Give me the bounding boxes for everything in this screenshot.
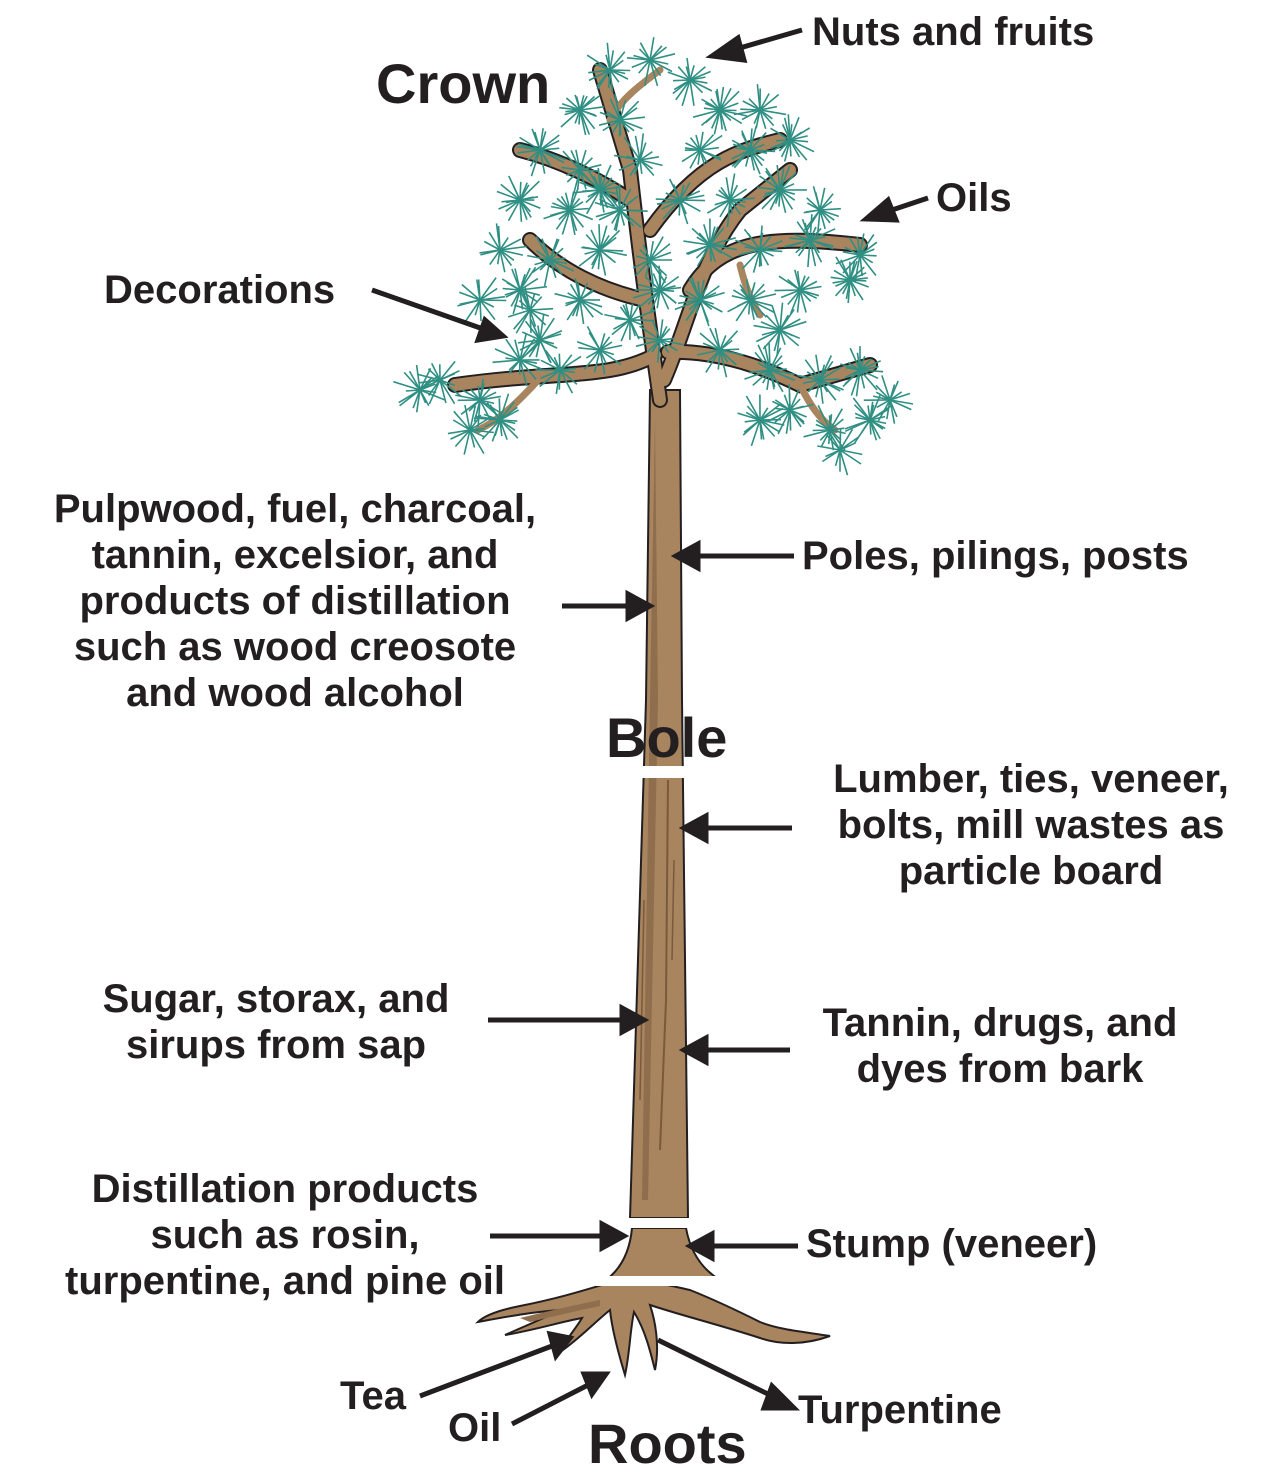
arrow-turpentine <box>658 1340 794 1408</box>
oil-label: Oil <box>448 1408 501 1448</box>
tannin-bark-label: Tannin, drugs, and dyes from bark <box>790 1000 1210 1092</box>
needle-cluster <box>728 279 776 321</box>
crown-label: Crown <box>376 56 550 112</box>
tea-label: Tea <box>340 1376 406 1416</box>
arrow-tannin-bark <box>684 1038 790 1062</box>
arrow-sugar <box>488 1008 644 1032</box>
needle-cluster <box>579 224 627 276</box>
lumber-line: bolts, mill wastes as <box>796 802 1266 848</box>
needle-cluster <box>693 87 747 134</box>
pulpwood-line: tannin, excelsior, and <box>6 532 584 578</box>
pulpwood-line: such as wood creosote <box>6 624 584 670</box>
pulpwood-label: Pulpwood, fuel, charcoal, tannin, excels… <box>6 486 584 716</box>
lumber-label: Lumber, ties, veneer, bolts, mill wastes… <box>796 756 1266 894</box>
stump-band-bottom <box>596 1276 726 1286</box>
poles-label: Poles, pilings, posts <box>802 536 1189 576</box>
bole-label: Bole <box>606 710 727 766</box>
tannin-bark-line: Tannin, drugs, and <box>790 1000 1210 1046</box>
sugar-line: sirups from sap <box>66 1022 486 1068</box>
needle-cluster <box>502 267 547 314</box>
sugar-line: Sugar, storax, and <box>66 976 486 1022</box>
nuts-and-fruits-label: Nuts and fruits <box>812 12 1094 52</box>
arrow-tea <box>420 1334 570 1396</box>
needle-cluster <box>668 58 712 106</box>
decorations-label: Decorations <box>104 270 335 310</box>
sugar-label: Sugar, storax, and sirups from sap <box>66 976 486 1068</box>
needle-cluster <box>734 84 786 129</box>
stump-band-top <box>620 1218 700 1228</box>
arrow-nuts-and-fruits <box>712 30 802 60</box>
needle-cluster <box>480 223 527 272</box>
needle-cluster <box>559 95 604 135</box>
distillation-line: turpentine, and pine oil <box>20 1258 550 1304</box>
distillation-label: Distillation products such as rosin, tur… <box>20 1166 550 1304</box>
arrow-poles <box>676 544 794 568</box>
oils-label: Oils <box>936 178 1012 218</box>
turpentine-label: Turpentine <box>798 1390 1002 1430</box>
pulpwood-line: Pulpwood, fuel, charcoal, <box>6 486 584 532</box>
arrow-stump <box>690 1234 798 1258</box>
distillation-line: Distillation products <box>20 1166 550 1212</box>
distillation-line: such as rosin, <box>20 1212 550 1258</box>
arrow-oils <box>866 198 928 220</box>
arrow-lumber <box>684 816 792 840</box>
needle-cluster <box>457 278 506 321</box>
lumber-line: Lumber, ties, veneer, <box>796 756 1266 802</box>
stump-label: Stump (veneer) <box>806 1224 1097 1264</box>
trunk-shape <box>630 390 688 1218</box>
pulpwood-line: and wood alcohol <box>6 670 584 716</box>
needle-cluster <box>845 395 891 443</box>
needle-cluster <box>544 188 593 235</box>
lumber-line: particle board <box>796 848 1266 894</box>
pulpwood-line: products of distillation <box>6 578 584 624</box>
needle-cluster <box>497 176 540 222</box>
tannin-bark-line: dyes from bark <box>790 1046 1210 1092</box>
